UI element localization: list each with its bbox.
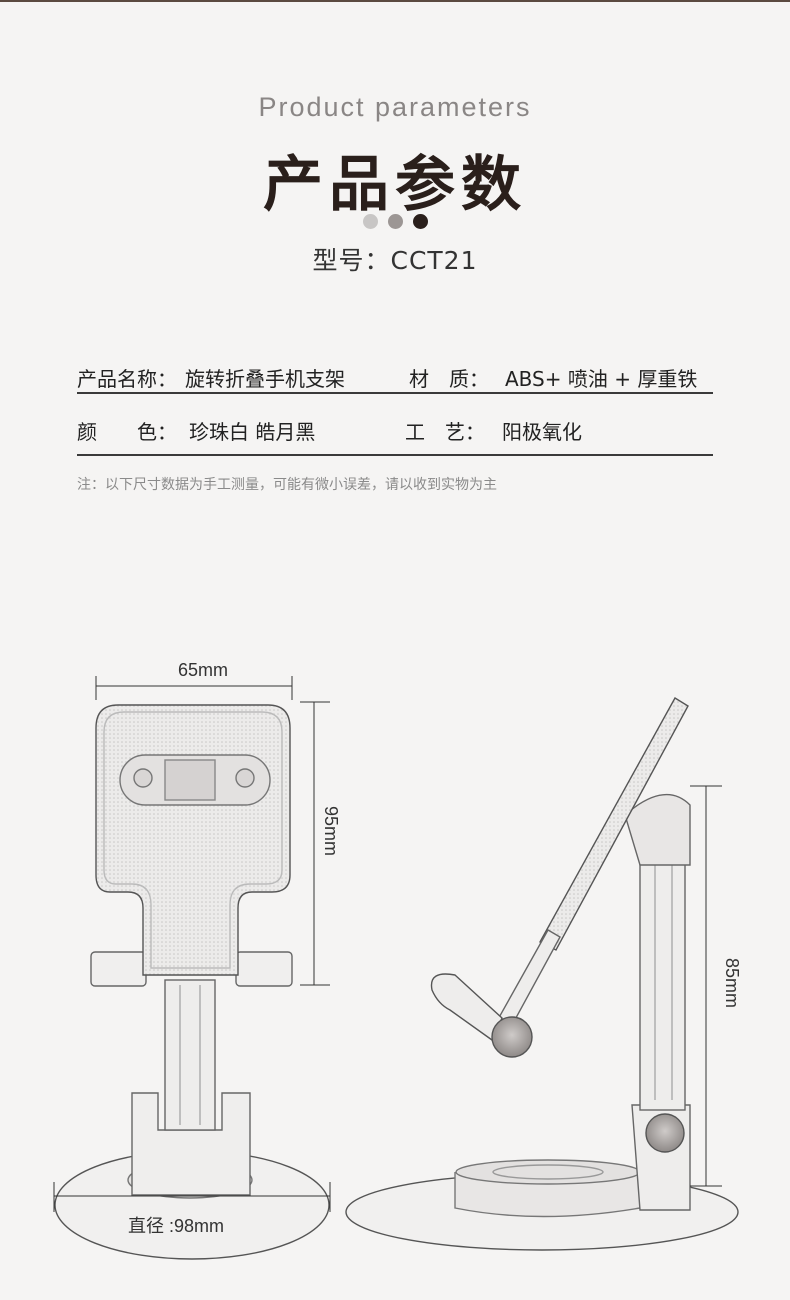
material-value: ABS+ 喷油 + 厚重铁 [505,367,698,391]
divider-1 [77,392,713,394]
decorative-dots [363,214,433,230]
spec-row-1: 产品名称： 旋转折叠手机支架 材 质： ABS+ 喷油 + 厚重铁 [77,357,713,397]
base-diameter-label: 直径 :98mm [128,1216,225,1236]
top-border [0,0,790,2]
color-value: 珍珠白 皓月黑 [189,420,316,444]
title-english: Product parameters [258,92,532,122]
measurement-note: 注：以下尺寸数据为手工测量，可能有微小误差，请以收到实物为主 [77,477,497,493]
side-view [345,697,739,1251]
spec-row-2: 颜 色： 珍珠白 皓月黑 工 艺： 阳极氧化 [77,410,713,450]
side-height-label: 85mm [722,958,742,1009]
dot-dark [413,214,428,229]
side-dimension-lines [690,785,722,1187]
product-name-label: 产品名称： [77,367,177,391]
product-name-value: 旋转折叠手机支架 [185,367,345,391]
color-label: 颜 色： [77,420,177,444]
material-label: 材 质： [409,367,489,391]
front-view [54,704,330,1260]
process-label: 工 艺： [405,420,485,444]
process-value: 阳极氧化 [502,420,582,444]
front-dimension-lines [53,676,331,1212]
dot-mid [388,214,403,229]
title-chinese: 产品参数 [263,150,527,220]
dot-light [363,214,378,229]
divider-2 [77,454,713,456]
holder-height-label: 95mm [321,806,341,857]
model-number: 型号：CCT21 [312,246,478,275]
width-label: 65mm [178,660,229,680]
